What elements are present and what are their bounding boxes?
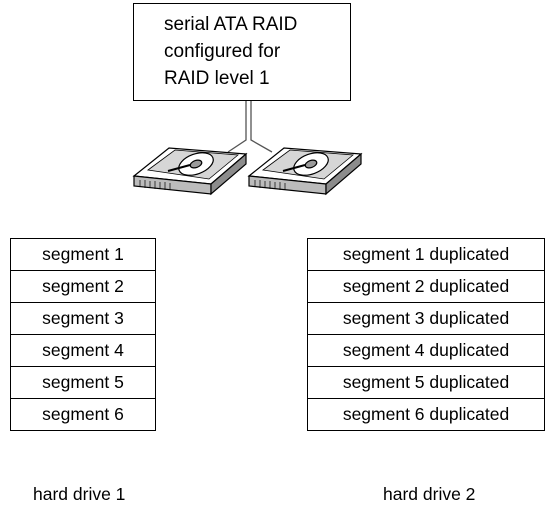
hard-drive-1-icon	[132, 147, 248, 196]
drive2-segment-6: segment 6 duplicated	[307, 398, 545, 431]
drive1-segment-3: segment 3	[10, 302, 156, 335]
controller-label-line-2: configured for	[164, 41, 281, 62]
drive1-segment-5: segment 5	[10, 366, 156, 399]
hard-drive-2-caption: hard drive 2	[383, 484, 476, 504]
hard-drive-1-caption: hard drive 1	[33, 484, 126, 504]
hard-drive-1-segments-table: segment 1 segment 2 segment 3 segment 4 …	[10, 238, 156, 431]
drive2-segment-1: segment 1 duplicated	[307, 238, 545, 271]
controller-label-line-3: RAID level 1	[164, 68, 270, 89]
drive2-segment-4: segment 4 duplicated	[307, 334, 545, 367]
drive1-segment-6: segment 6	[10, 398, 156, 431]
drive2-segment-2: segment 2 duplicated	[307, 270, 545, 303]
hard-drive-2-segments-table: segment 1 duplicated segment 2 duplicate…	[307, 238, 545, 431]
hard-drive-2-icon	[247, 147, 363, 196]
drive2-segment-3: segment 3 duplicated	[307, 302, 545, 335]
controller-label-line-1: serial ATA RAID	[164, 14, 298, 35]
drive2-segment-5: segment 5 duplicated	[307, 366, 545, 399]
drive1-segment-2: segment 2	[10, 270, 156, 303]
controller-cables	[227, 101, 273, 153]
drive1-segment-4: segment 4	[10, 334, 156, 367]
raid-controller-box: serial ATA RAID configured for RAID leve…	[133, 3, 351, 101]
drive1-segment-1: segment 1	[10, 238, 156, 271]
